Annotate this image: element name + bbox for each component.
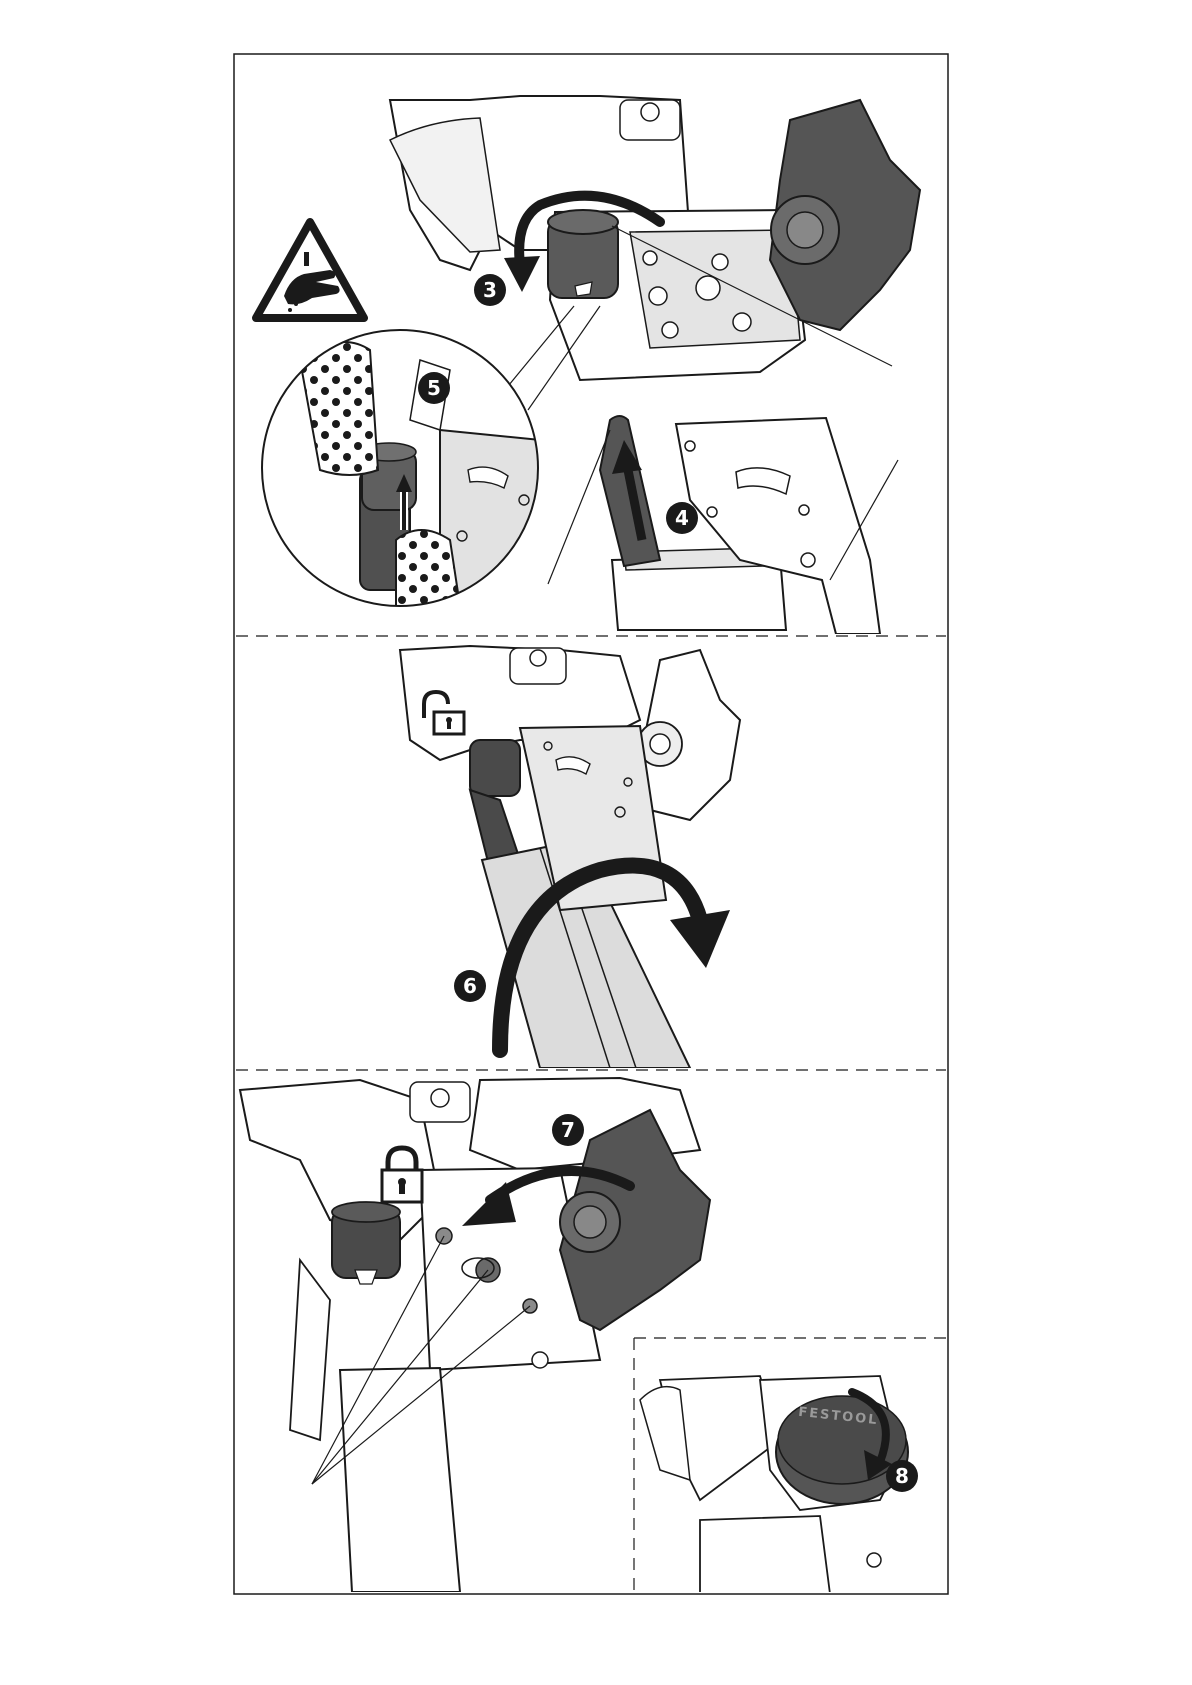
zoom-detail-illustration (262, 306, 600, 606)
svg-text:7: 7 (561, 1118, 575, 1142)
step-8-badge: 8 (886, 1460, 918, 1492)
svg-text:6: 6 (463, 974, 477, 998)
svg-text:8: 8 (895, 1464, 909, 1488)
svg-text:5: 5 (427, 376, 441, 400)
svg-text:4: 4 (675, 506, 689, 530)
step-7-badge: 7 (552, 1114, 584, 1146)
step-6-badge: 6 (454, 970, 486, 1002)
step-5-badge: 5 (418, 372, 450, 404)
panel-2-illustration (400, 646, 740, 1068)
step-3-badge: 3 (474, 274, 506, 306)
svg-text:3: 3 (483, 278, 497, 302)
hand-injury-warning-icon (256, 222, 364, 318)
panel-3-illustration (240, 1078, 710, 1592)
step-4-badge: 4 (666, 502, 698, 534)
